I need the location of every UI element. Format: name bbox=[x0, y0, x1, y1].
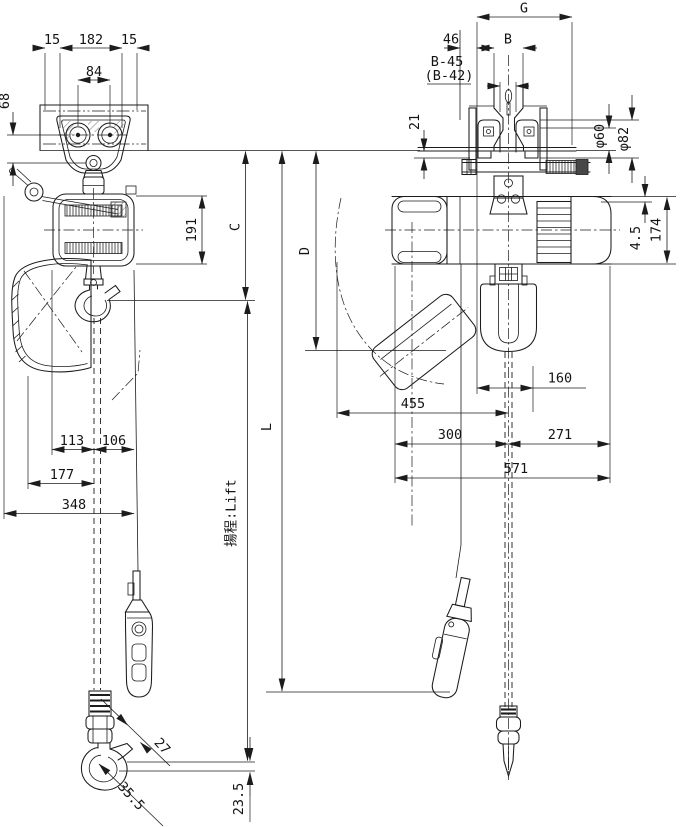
pendant-control-front bbox=[124, 570, 154, 698]
container-hatch-ticks bbox=[11, 280, 26, 363]
dim-label-B: B bbox=[504, 32, 512, 48]
dim-label-D: D bbox=[297, 247, 313, 255]
top-plug bbox=[125, 185, 137, 195]
suspension-front bbox=[82, 169, 105, 195]
dim-label-68: 68 bbox=[0, 93, 13, 109]
pendant-button-stop bbox=[131, 621, 147, 637]
suspension-shaft bbox=[461, 158, 591, 176]
dim-label-300: 300 bbox=[438, 427, 462, 443]
dim-label-B42: (B-42) bbox=[425, 68, 474, 84]
dim-label-571: 571 bbox=[504, 461, 528, 477]
ibeam-side bbox=[417, 85, 577, 152]
dim-label-L: L bbox=[259, 423, 275, 431]
side-view bbox=[334, 30, 620, 780]
dim-label-191: 191 bbox=[184, 218, 200, 242]
dim-label-35-5: 35.5 bbox=[114, 779, 148, 814]
dim-label-84: 84 bbox=[86, 64, 102, 80]
motor-end-cap bbox=[570, 195, 612, 265]
dim-label-348: 348 bbox=[62, 497, 86, 513]
dim-label-lift: 揚程:Lift bbox=[223, 479, 240, 547]
dim-label-23-5: 23.5 bbox=[231, 783, 247, 816]
shaft-end-nut bbox=[575, 159, 589, 175]
dim-label-21: 21 bbox=[407, 114, 423, 130]
dim-label-177: 177 bbox=[50, 467, 74, 483]
dim-label-G: G bbox=[520, 1, 528, 17]
pendant-clip bbox=[431, 636, 444, 660]
trolley-pivot bbox=[85, 154, 102, 172]
pendant-button-down bbox=[131, 663, 147, 682]
bottom-hook-front bbox=[80, 690, 134, 791]
dim-label-46: 46 bbox=[443, 32, 459, 48]
chain-container-front bbox=[11, 258, 92, 373]
dim-label-27: 27 bbox=[151, 735, 174, 758]
dim-label-455: 455 bbox=[401, 396, 425, 412]
wheel-left-side bbox=[477, 119, 501, 153]
dim-label-106: 106 bbox=[102, 433, 126, 449]
section-hatch bbox=[88, 121, 99, 132]
pendant-cable-side bbox=[455, 544, 462, 579]
dim-label-15-right: 15 bbox=[121, 32, 137, 48]
dim-label-d82: φ82 bbox=[616, 127, 632, 151]
dim-label-15-left: 15 bbox=[44, 32, 60, 48]
trolley-side bbox=[459, 30, 548, 171]
top-hook-front bbox=[74, 265, 121, 323]
hoist-body-side bbox=[385, 195, 620, 265]
chain-container-phantom bbox=[334, 197, 477, 528]
dim-label-d60: φ60 bbox=[592, 124, 608, 148]
trolley-plate-right bbox=[539, 107, 548, 171]
trolley-plate-left bbox=[468, 107, 477, 171]
trolley-front bbox=[56, 115, 131, 174]
bottom-hook-side bbox=[495, 705, 522, 778]
pendant-control-side bbox=[431, 576, 472, 699]
section-hatch bbox=[62, 121, 74, 150]
threaded-shaft-section bbox=[545, 160, 577, 174]
dim-label-4-5: 4.5 bbox=[628, 226, 644, 250]
dim-label-C: C bbox=[228, 223, 244, 231]
pendant-cable-front bbox=[133, 269, 139, 572]
pendant-button-up bbox=[131, 643, 147, 662]
dim-label-182: 182 bbox=[79, 32, 103, 48]
dim-label-113: 113 bbox=[60, 433, 84, 449]
dim-label-160: 160 bbox=[548, 371, 572, 387]
dim-label-B45: B-45 bbox=[431, 54, 464, 70]
wheel-right-side bbox=[515, 119, 539, 153]
dim-label-174: 174 bbox=[649, 218, 665, 242]
dim-label-271: 271 bbox=[548, 427, 572, 443]
